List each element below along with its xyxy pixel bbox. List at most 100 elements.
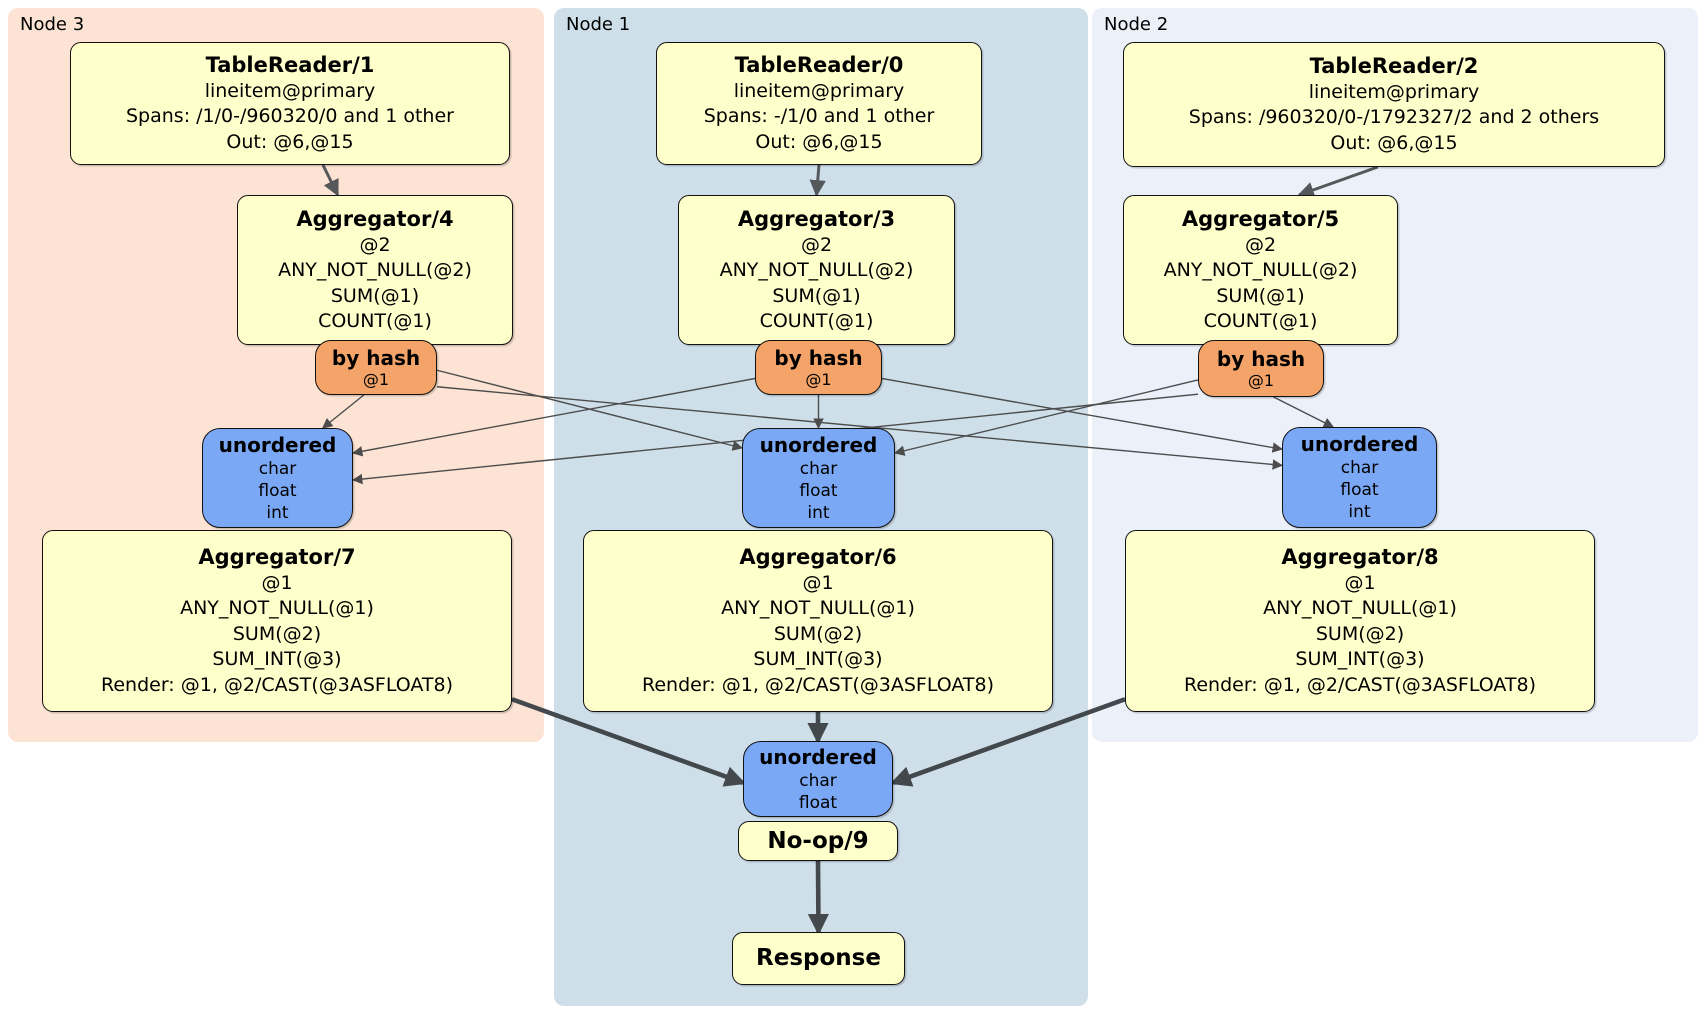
sync-column: int <box>807 502 830 523</box>
edge-tr2-agg5 <box>1297 165 1379 198</box>
box-title: Aggregator/6 <box>739 544 897 569</box>
box-line: lineitem@primary <box>733 79 905 102</box>
aggregator-3-box: Aggregator/3 @2 ANY_NOT_NULL(@2) SUM(@1)… <box>678 195 955 345</box>
sync-title: unordered <box>759 432 878 457</box>
box-line: SUM(@1) <box>330 284 420 307</box>
box-line: ANY_NOT_NULL(@1) <box>1263 597 1457 620</box>
hash-router-5: by hash @1 <box>1198 340 1324 397</box>
box-line: COUNT(@1) <box>1203 310 1318 332</box>
box-line: ANY_NOT_NULL(@1) <box>721 597 915 620</box>
box-line: ANY_NOT_NULL(@2) <box>719 259 914 281</box>
box-title: TableReader/1 <box>205 52 375 77</box>
router-title: by hash <box>1216 346 1306 371</box>
box-line: ANY_NOT_NULL(@2) <box>1163 259 1358 281</box>
sync-column: char <box>258 458 297 479</box>
edge-agg8-ub <box>890 697 1126 787</box>
box-title: Aggregator/3 <box>737 206 896 231</box>
box-title: TableReader/0 <box>734 52 904 77</box>
noop-9-box: No-op/9 <box>738 821 898 861</box>
box-title: Response <box>756 945 881 971</box>
box-line: COUNT(@1) <box>318 310 432 332</box>
box-line: lineitem@primary <box>1308 80 1480 103</box>
sync-title: unordered <box>218 432 337 457</box>
box-line: SUM(@2) <box>232 622 322 645</box>
sync-column: float <box>1340 480 1379 500</box>
box-title: No-op/9 <box>767 827 869 854</box>
box-line: Spans: /1/0-/960320/0 and 1 other <box>126 105 454 128</box>
box-line: Render: @1, @2/CAST(@3ASFLOAT8) <box>1184 673 1536 696</box>
unordered-sync-node2: unordered char float int <box>1282 427 1437 528</box>
aggregator-6-box: Aggregator/6 @1 ANY_NOT_NULL(@1) SUM(@2)… <box>583 530 1053 712</box>
box-line: SUM(@1) <box>772 284 861 307</box>
box-line: COUNT(@1) <box>759 310 874 332</box>
box-line: @1 <box>802 571 834 594</box>
sync-column: float <box>799 480 838 501</box>
sync-column: char <box>1340 458 1379 478</box>
region-node2-label: Node 2 <box>1104 14 1169 35</box>
box-line: SUM_INT(@3) <box>1295 648 1425 671</box>
tablereader-0-box: TableReader/0 lineitem@primary Spans: -/… <box>656 42 982 165</box>
box-line: ANY_NOT_NULL(@1) <box>180 597 374 620</box>
box-line: Spans: /960320/0-/1792327/2 and 2 others <box>1188 106 1600 129</box>
edge-r5-u1 <box>893 379 1199 456</box>
box-line: Out: @6,@15 <box>755 130 883 153</box>
box-line: SUM(@2) <box>1315 622 1405 645</box>
edge-agg7-ub <box>511 697 746 787</box>
unordered-sync-node3: unordered char float int <box>202 428 353 528</box>
box-line: @2 <box>800 233 833 256</box>
box-line: SUM(@2) <box>773 622 863 645</box>
hash-router-4: by hash @1 <box>315 340 437 395</box>
box-line: SUM(@1) <box>1216 284 1305 307</box>
box-line: ANY_NOT_NULL(@2) <box>278 259 472 281</box>
box-line: Out: @6,@15 <box>226 130 354 153</box>
hash-router-3: by hash @1 <box>755 340 882 395</box>
edge-r5-u2 <box>1273 396 1335 428</box>
unordered-sync-final: unordered char float <box>743 741 893 817</box>
router-key: @1 <box>805 369 832 389</box>
sync-column: float <box>798 792 838 813</box>
aggregator-4-box: Aggregator/4 @2 ANY_NOT_NULL(@2) SUM(@1)… <box>237 195 513 345</box>
unordered-sync-node1: unordered char float int <box>742 428 895 528</box>
box-line: Render: @1, @2/CAST(@3ASFLOAT8) <box>642 673 994 696</box>
box-line: Out: @6,@15 <box>1330 131 1458 154</box>
sync-column: char <box>799 458 838 479</box>
sync-title: unordered <box>1300 432 1419 456</box>
tablereader-2-box: TableReader/2 lineitem@primary Spans: /9… <box>1123 42 1665 167</box>
box-line: lineitem@primary <box>204 79 376 102</box>
box-title: Aggregator/4 <box>296 206 454 231</box>
edge-r4-u2 <box>436 386 1284 470</box>
aggregator-7-box: Aggregator/7 @1 ANY_NOT_NULL(@1) SUM(@2)… <box>42 530 512 712</box>
sync-column: float <box>258 480 297 501</box>
region-node1-label: Node 1 <box>566 14 631 35</box>
box-line: @2 <box>359 233 391 256</box>
box-line: @1 <box>1344 571 1376 594</box>
sync-column: int <box>1348 502 1371 522</box>
box-title: Aggregator/7 <box>198 544 356 569</box>
sync-column: int <box>266 502 289 523</box>
box-line: Spans: -/1/0 and 1 other <box>703 105 935 128</box>
aggregator-8-box: Aggregator/8 @1 ANY_NOT_NULL(@1) SUM(@2)… <box>1125 530 1595 712</box>
edge-r3-u2 <box>881 377 1284 453</box>
router-key: @1 <box>1247 370 1275 390</box>
region-node3-label: Node 3 <box>20 14 85 35</box>
box-line: @1 <box>261 571 293 594</box>
router-title: by hash <box>331 345 421 370</box>
box-line: SUM_INT(@3) <box>212 648 342 671</box>
box-title: Aggregator/5 <box>1181 206 1340 231</box>
edge-r3-u3 <box>351 377 756 457</box>
router-title: by hash <box>774 345 863 370</box>
tablereader-1-box: TableReader/1 lineitem@primary Spans: /1… <box>70 42 510 165</box>
edge-tr1-agg4 <box>321 164 340 197</box>
edge-tr0-agg3 <box>809 164 826 197</box>
box-line: Render: @1, @2/CAST(@3ASFLOAT8) <box>101 673 453 696</box>
edge-noop-resp <box>807 860 829 936</box>
router-key: @1 <box>362 369 390 389</box>
edge-r4-u3 <box>321 394 365 429</box>
box-line: SUM_INT(@3) <box>753 648 883 671</box>
sync-column: char <box>799 770 837 791</box>
box-line: @2 <box>1244 233 1277 256</box>
box-title: Aggregator/8 <box>1281 544 1439 569</box>
box-title: TableReader/2 <box>1309 53 1479 78</box>
